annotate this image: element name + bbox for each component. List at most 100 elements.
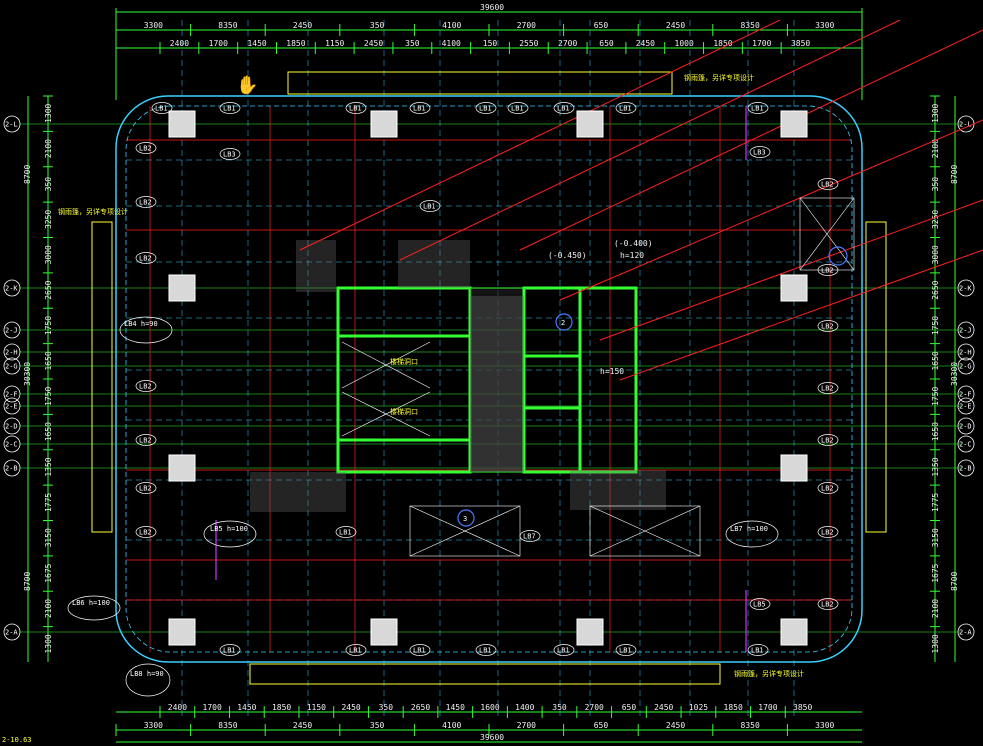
bot-dim2-value: 8350 — [218, 721, 237, 730]
bot-dim-value: 1600 — [480, 703, 499, 712]
bot-dim2-value: 4100 — [442, 721, 461, 730]
right-canopy — [865, 221, 887, 533]
bottom-canopy-note: 钢雨篷，另详专项设计 — [734, 669, 804, 678]
beam-tag-label: LB1 — [751, 647, 764, 655]
lower-stairs — [409, 505, 701, 557]
beam-tag-label: LB1 — [155, 105, 168, 113]
group-dim-left: 8700 — [23, 165, 32, 184]
lb5-note-bubble — [203, 520, 257, 548]
stair-hole-label-1: 楼梯洞口 — [390, 357, 418, 366]
bot-dim-value: 350 — [552, 703, 567, 712]
beam-tag-label: LB2 — [821, 485, 834, 493]
beam-tag-label: LB1 — [619, 647, 632, 655]
right-dim-value: 3000 — [931, 245, 940, 264]
building-outline-inner — [125, 105, 853, 653]
bot-dim-value: 3850 — [793, 703, 812, 712]
beam-tag-label: LB2 — [139, 437, 152, 445]
top-dim2-value: 2400 — [170, 39, 189, 48]
axis-label: 2-E — [5, 403, 18, 411]
right-dim-value: 3150 — [931, 528, 940, 547]
left-dim-value: 1650 — [44, 351, 53, 370]
diagonal-guides — [299, 19, 983, 381]
section-mark-3 — [828, 246, 848, 266]
group-dim-right: 30300 — [950, 362, 959, 386]
core-walls — [336, 286, 638, 474]
top-canopy-note: 钢雨篷，另详专项设计 — [684, 73, 754, 82]
beam-tag-label: LB1 — [479, 647, 492, 655]
left-dim-values: 1300210035032503000265017501650175016501… — [43, 95, 53, 654]
beam-tag-oval — [817, 320, 839, 332]
axis-label: 2-A — [959, 629, 972, 637]
beam-tag-label: LB2 — [821, 529, 834, 537]
beam-tag-oval — [135, 482, 157, 494]
bottom-canopy — [249, 663, 721, 685]
top-dim2-value: 650 — [599, 39, 614, 48]
top-dim-value: 8350 — [218, 21, 237, 30]
beam-tag-oval — [507, 102, 529, 114]
bot-dim2-value: 3300 — [815, 721, 834, 730]
bot-dim2-value: 350 — [370, 721, 385, 730]
beam-tag-oval — [135, 380, 157, 392]
building-outline — [115, 95, 863, 663]
top-canopy — [287, 71, 673, 95]
top-dim2-value: 3850 — [791, 39, 810, 48]
beam-tag-oval — [553, 102, 575, 114]
beam-tag-oval — [409, 102, 431, 114]
group-dim-left: 30300 — [23, 362, 32, 386]
top-dim2-value: 2450 — [636, 39, 655, 48]
bot-dim2-value: 8350 — [741, 721, 760, 730]
beam-tag-oval — [135, 252, 157, 264]
beam-tag-label: LB1 — [511, 105, 524, 113]
beam-tag-oval — [335, 526, 357, 538]
top-dim-value: 3300 — [144, 21, 163, 30]
axis-label: 2-G — [5, 363, 18, 371]
bot-dim-value: 2700 — [585, 703, 604, 712]
bot-dim-value: 650 — [622, 703, 637, 712]
column — [168, 274, 196, 302]
beam-tag-oval — [419, 200, 441, 212]
beam-tag-oval — [409, 644, 431, 656]
left-dim-value: 1775 — [44, 493, 53, 512]
lb8-note-bubble — [125, 663, 171, 697]
top-dim-value: 3300 — [815, 21, 834, 30]
axis-label: 2-D — [959, 423, 972, 431]
axis-label: 2-C — [959, 441, 972, 449]
beam-tag-oval — [135, 434, 157, 446]
right-dim-value: 2100 — [931, 139, 940, 158]
beam-tag-oval — [135, 196, 157, 208]
pan-hand-icon[interactable]: ✋ — [236, 75, 259, 96]
axis-label: 2-J — [5, 327, 18, 335]
beam-tag-oval — [817, 526, 839, 538]
left-dim-value: 2650 — [44, 280, 53, 299]
axis-label: 2-L — [959, 121, 972, 129]
right-dim-value: 1675 — [931, 563, 940, 582]
top-dim-value: 2700 — [517, 21, 536, 30]
section-mark-2 — [457, 509, 475, 527]
column — [168, 618, 196, 646]
lb8-note: LB8 h=90 — [130, 670, 164, 678]
axis-label: 2-F — [959, 391, 972, 399]
beam-tag-label: LB2 — [821, 323, 834, 331]
right-dim-value: 1750 — [931, 316, 940, 335]
top-dim2-value: 1700 — [752, 39, 771, 48]
beam-tag-label: LB2 — [139, 485, 152, 493]
top-dim2-value: 1700 — [209, 39, 228, 48]
top-dim2-value: 4100 — [442, 39, 461, 48]
axis-label: 2-H — [5, 349, 18, 357]
left-dim-value: 1750 — [44, 316, 53, 335]
left-canopy — [91, 221, 113, 533]
left-dim-value: 350 — [44, 177, 53, 192]
right-dim-value: 350 — [931, 177, 940, 192]
bot-dim-value: 350 — [379, 703, 394, 712]
axis-label: 2-K — [5, 285, 18, 293]
beam-tag-oval — [817, 598, 839, 610]
beam-tag-label: LB1 — [751, 105, 764, 113]
right-dim-value: 3250 — [931, 210, 940, 229]
column — [780, 454, 808, 482]
